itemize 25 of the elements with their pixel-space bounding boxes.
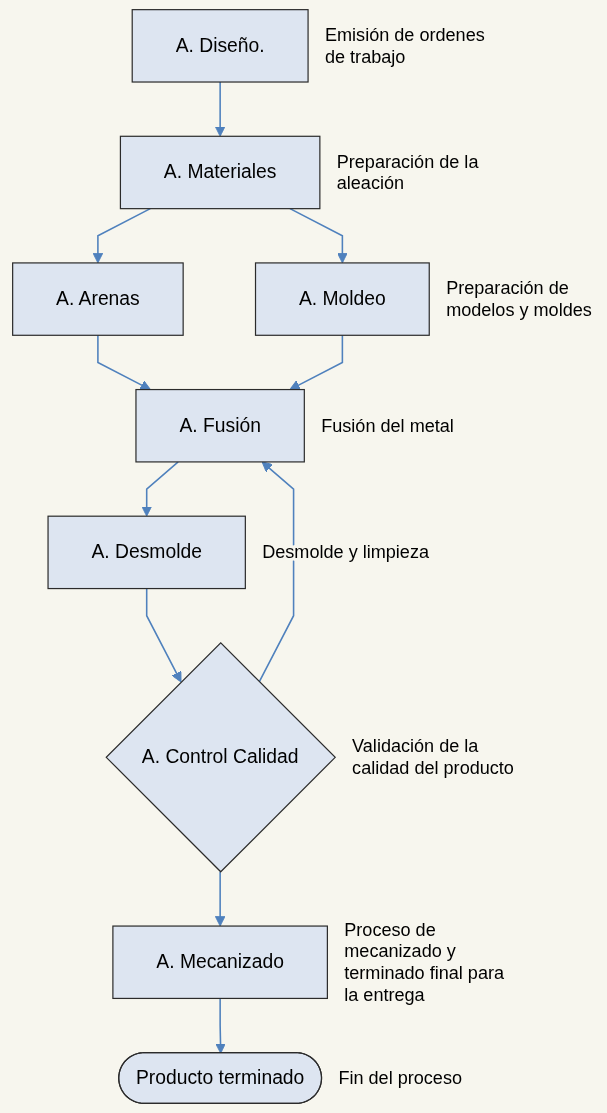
node-box: A. Materiales (119, 135, 321, 210)
arrow (215, 997, 226, 1054)
arrow (92, 207, 152, 264)
step-description: Emisión de ordenes de trabajo (325, 25, 485, 67)
step-description: Preparación de modelos y moldes (446, 278, 592, 320)
arrow (214, 871, 226, 927)
arrow (214, 81, 226, 137)
step-description: Preparación de la aleación (336, 151, 479, 194)
step-description: Fusión del metal (321, 415, 454, 436)
step-description: Fin del proceso (338, 1068, 463, 1089)
step-description: Validación de la calidad del producto (352, 736, 514, 779)
step-description: Proceso de mecanizado y terminado final para la entrega (344, 919, 505, 1005)
node-box: A. Desmolde (47, 515, 246, 590)
node-box: A. Arenas (12, 262, 184, 336)
arrow (97, 334, 151, 391)
node-box: A. Fusión (135, 388, 305, 463)
node-box: A. Moldeo (254, 262, 430, 336)
arrow (141, 461, 179, 517)
arrow (145, 587, 182, 683)
arrow (289, 334, 344, 391)
node-diamond: A. Control Calidad (105, 641, 337, 873)
node-box: A. Diseño. (131, 9, 309, 83)
arrow (289, 207, 348, 264)
arrow (258, 461, 295, 683)
node-box: A. Mecanizado (112, 925, 329, 1000)
